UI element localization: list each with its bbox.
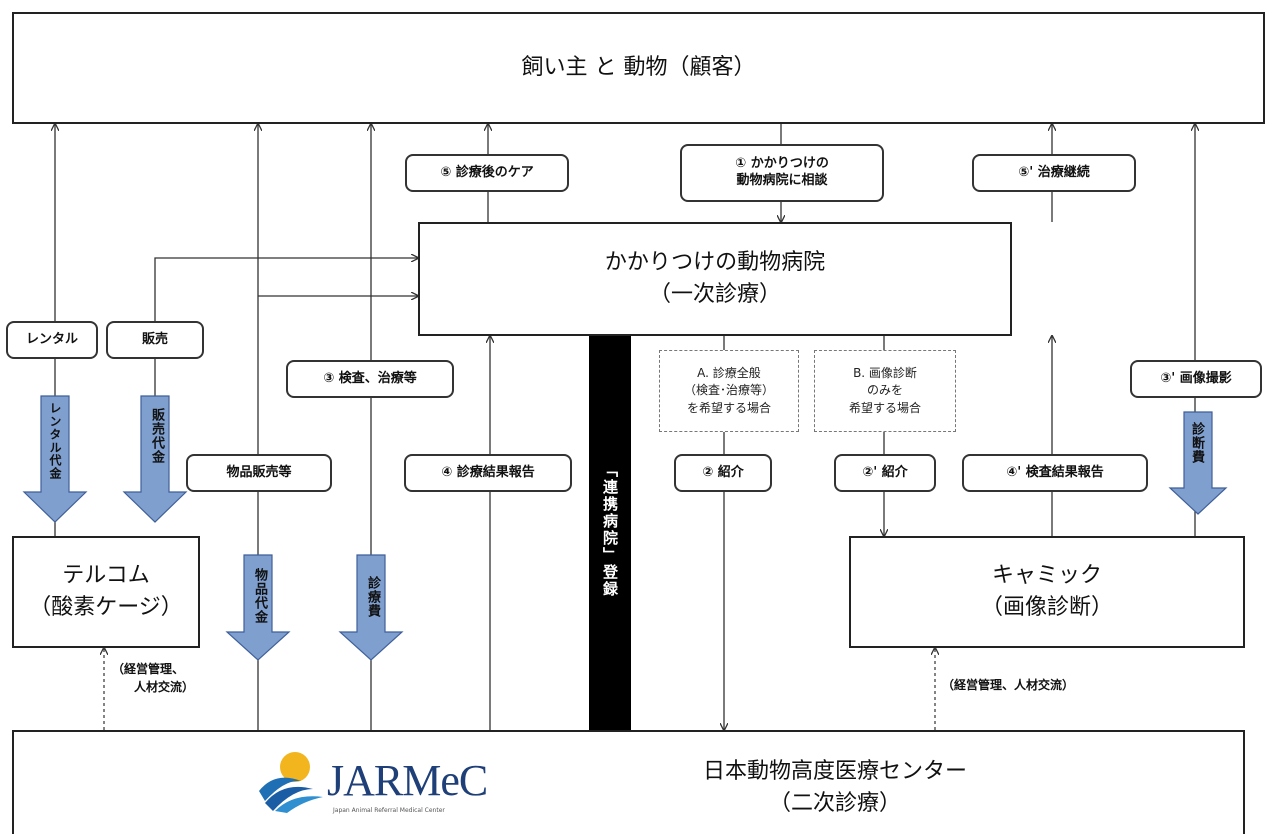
jarmec-name: 日本動物高度医療センター xyxy=(702,759,967,784)
label-imaging-text: ③' 画像撮影 xyxy=(1160,370,1232,386)
primary-hospital-box: かかりつけの動物病院 （一次診療） xyxy=(418,222,1012,336)
label-imaging: ③' 画像撮影 xyxy=(1130,360,1262,398)
option-b-line3: 希望する場合 xyxy=(848,400,921,415)
fee-arrow-medical xyxy=(338,554,404,661)
fee-arrow-diagnosis xyxy=(1168,411,1228,515)
label-exam-text: ③ 検査、治療等 xyxy=(323,370,417,386)
label-consult: ① かかりつけの 動物病院に相談 xyxy=(680,144,884,202)
label-rental-text: レンタル xyxy=(25,331,78,347)
telcom-title: テルコム xyxy=(62,563,150,589)
fee-sales-text: 販売代金 xyxy=(149,408,164,464)
label-aftercare: ⑤ 診療後のケア xyxy=(405,154,569,192)
fee-goods-text: 物品代金 xyxy=(252,568,267,624)
option-a-line1: A. 診療全般 xyxy=(697,365,761,380)
camic-title: キャミック xyxy=(991,563,1102,589)
fee-arrow-rental xyxy=(22,395,88,523)
option-a-box: A. 診療全般 （検査･治療等） を希望する場合 xyxy=(659,350,799,432)
telcom-box: テルコム （酸素ケージ） xyxy=(12,536,200,648)
jarmec-name-block: 日本動物高度医療センター （二次診療） xyxy=(640,756,1030,820)
note-left-line2: 人材交流） xyxy=(134,680,195,694)
label-aftercare-text: ⑤ 診療後のケア xyxy=(440,164,534,180)
fee-medical-text: 診療費 xyxy=(365,576,380,618)
label-report-text: ④ 診療結果報告 xyxy=(441,464,535,480)
label-referral2-text: ②' 紹介 xyxy=(862,464,908,480)
label-referral: ② 紹介 xyxy=(674,454,772,492)
label-sales-text: 販売 xyxy=(141,331,168,347)
option-b-box: B. 画像診断 のみを 希望する場合 xyxy=(814,350,956,432)
label-report: ④ 診療結果報告 xyxy=(404,454,572,492)
label-continue-text: ⑤' 治療継続 xyxy=(1018,164,1090,180)
note-left: （経営管理、 人材交流） xyxy=(112,660,194,696)
primary-title: かかりつけの動物病院 xyxy=(604,250,826,276)
jarmec-box xyxy=(12,730,1245,834)
owner-box: 飼い主 と 動物（顧客） xyxy=(12,12,1265,124)
logo-subtitle: Japan Animal Referral Medical Center xyxy=(333,807,445,814)
label-exam-report-text: ④' 検査結果報告 xyxy=(1006,464,1104,480)
note-left-line1: （経営管理、 xyxy=(112,662,185,676)
label-exam: ③ 検査、治療等 xyxy=(286,360,454,398)
label-consult-line1: ① かかりつけの xyxy=(735,156,829,172)
note-right: （経営管理、人材交流） xyxy=(942,678,1075,692)
option-a-line2: （検査･治療等） xyxy=(683,383,774,398)
label-rental: レンタル xyxy=(6,321,98,359)
option-b-line2: のみを xyxy=(866,383,903,398)
camic-role: （画像診断） xyxy=(980,595,1113,620)
primary-role: （一次診療） xyxy=(648,282,781,307)
label-consult-line2: 動物病院に相談 xyxy=(736,173,828,188)
camic-box: キャミック （画像診断） xyxy=(849,536,1245,648)
fee-diagnosis-text: 診断費 xyxy=(1189,422,1204,464)
registration-label: 「連携病院」登録 xyxy=(601,462,619,598)
logo-mark-icon xyxy=(259,752,323,813)
label-sales: 販売 xyxy=(106,321,204,359)
owner-label: 飼い主 と 動物（顧客） xyxy=(521,55,756,81)
fee-arrow-sales xyxy=(122,395,188,523)
label-referral2: ②' 紹介 xyxy=(834,454,936,492)
option-a-line3: を希望する場合 xyxy=(686,400,771,415)
telcom-role: （酸素ケージ） xyxy=(29,595,183,620)
fee-arrow-goods xyxy=(225,554,291,661)
jarmec-logo: JARMeC Japan Animal Referral Medical Cen… xyxy=(255,745,525,825)
logo-wordmark: JARMeC xyxy=(327,756,488,805)
registration-band xyxy=(589,336,631,730)
label-exam-report: ④' 検査結果報告 xyxy=(962,454,1148,492)
jarmec-role: （二次診療） xyxy=(768,790,901,816)
fee-rental-text: レンタル代金 xyxy=(48,402,62,480)
option-b-line1: B. 画像診断 xyxy=(853,365,917,380)
label-continue: ⑤' 治療継続 xyxy=(972,154,1136,192)
label-referral-text: ② 紹介 xyxy=(702,464,744,480)
label-goods: 物品販売等 xyxy=(186,454,332,492)
label-goods-text: 物品販売等 xyxy=(226,464,292,480)
